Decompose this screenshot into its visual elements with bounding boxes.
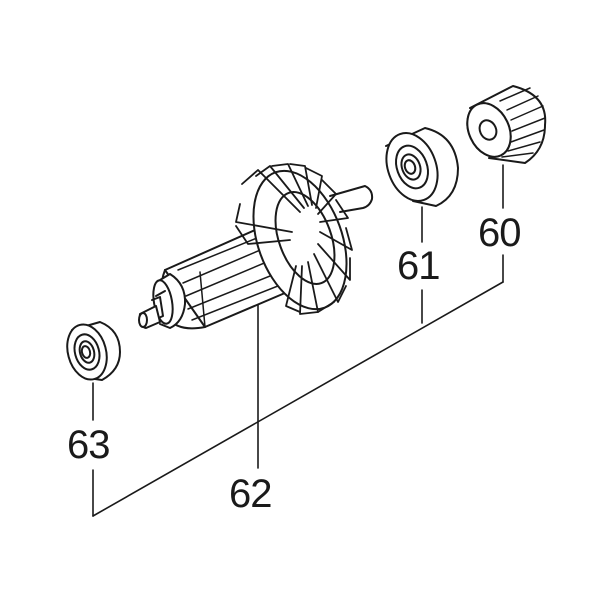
callout-label-60: 60 (478, 211, 521, 255)
part-62-armature (138, 163, 374, 330)
callout-label-63: 63 (67, 423, 110, 467)
callout-label-62: 62 (229, 472, 272, 516)
part-63-bearing (66, 321, 121, 381)
part-61-bearing (385, 127, 459, 207)
part-60-knurled-sleeve (466, 85, 547, 164)
callout-label-61: 61 (397, 244, 440, 288)
leader-lines (92, 164, 504, 517)
